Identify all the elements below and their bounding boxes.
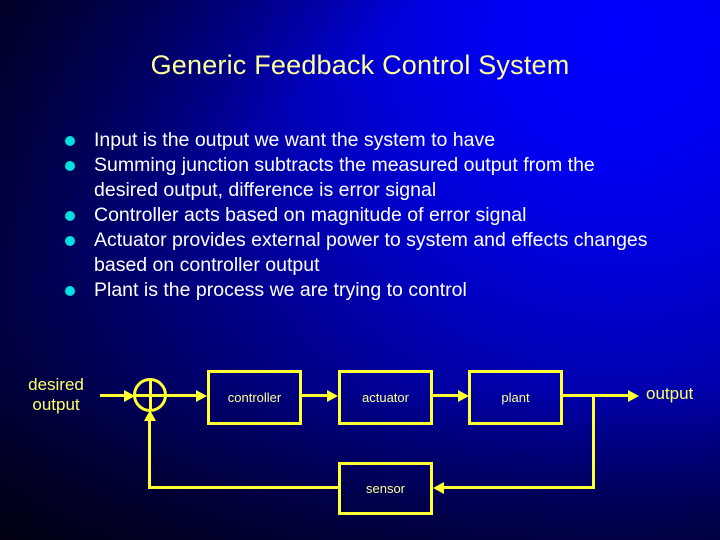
bullet-dot-icon — [65, 236, 75, 246]
bullet-dot-icon — [65, 211, 75, 221]
bullet-list: Input is the output we want the system t… — [58, 128, 658, 303]
block-diagram: desired output controller actuator pla — [0, 360, 720, 540]
wire-controller-to-actuator — [302, 394, 332, 397]
list-item: Summing junction subtracts the measured … — [58, 153, 658, 203]
block-plant-label: plant — [501, 390, 530, 405]
bullet-dot-icon — [65, 286, 75, 296]
arrow-error-signal-icon — [196, 389, 207, 402]
list-item: Input is the output we want the system t… — [58, 128, 658, 153]
list-item-label: Input is the output we want the system t… — [94, 129, 496, 151]
list-item: Plant is the process we are trying to co… — [58, 278, 658, 303]
wire-plant-to-output — [563, 394, 635, 397]
list-item-label: Controller acts based on magnitude of er… — [94, 204, 527, 226]
block-actuator: actuator — [338, 370, 433, 425]
summing-junction-cross-vertical — [148, 379, 152, 411]
arrow-feedback-into-summing-icon — [143, 410, 156, 421]
block-sensor: sensor — [338, 462, 433, 515]
wire-feedback-to-sensor — [437, 486, 595, 489]
arrow-feedback-to-sensor-icon — [433, 481, 444, 494]
block-actuator-label: actuator — [362, 390, 409, 405]
list-item-label: Summing junction subtracts the measured … — [94, 154, 595, 201]
diagram-input-label: desired output — [28, 375, 84, 414]
page-title: Generic Feedback Control System — [150, 50, 570, 80]
bullet-dot-icon — [65, 161, 75, 171]
list-item-label: Plant is the process we are trying to co… — [94, 279, 467, 301]
block-controller: controller — [207, 370, 302, 425]
block-plant: plant — [468, 370, 563, 425]
block-controller-label: controller — [227, 390, 282, 405]
wire-sensor-to-summing — [148, 486, 340, 489]
arrow-actuator-to-plant-icon — [458, 389, 469, 402]
arrow-input-icon — [124, 389, 135, 402]
summing-junction — [133, 378, 167, 412]
arrow-controller-to-actuator-icon — [327, 389, 338, 402]
list-item: Actuator provides external power to syst… — [58, 228, 658, 278]
wire-sensor-feedback-vertical — [148, 418, 151, 488]
list-item-label: Actuator provides external power to syst… — [94, 229, 648, 276]
wire-error-signal — [167, 394, 199, 397]
wire-feedback-tap-vertical — [592, 394, 595, 489]
arrow-output-icon — [628, 389, 639, 402]
wire-actuator-to-plant — [433, 394, 463, 397]
bullet-dot-icon — [65, 136, 75, 146]
diagram-output-label: output — [646, 384, 694, 403]
wire-input — [100, 394, 128, 397]
block-sensor-label: sensor — [365, 481, 406, 496]
list-item: Controller acts based on magnitude of er… — [58, 203, 658, 228]
